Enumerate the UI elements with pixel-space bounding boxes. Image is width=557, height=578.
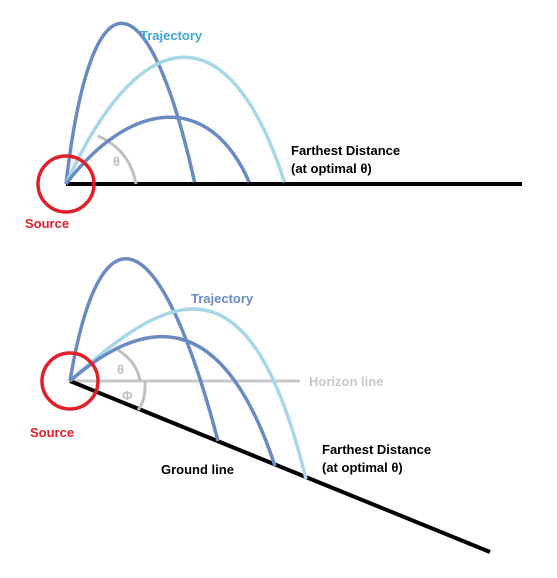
bottom-trajectory-low (68, 334, 277, 467)
top-trajectory-high (64, 21, 197, 185)
bottom-source-circle (40, 351, 100, 411)
bottom-farthest-label-line2: (at optimal θ) (322, 460, 403, 475)
bottom-diagram: θ Φ Trajectory Horizon line Source Groun… (30, 257, 491, 554)
bottom-theta-symbol: θ (117, 362, 124, 377)
top-theta-arc (97, 134, 138, 185)
bottom-farthest-label-line1: Farthest Distance (322, 442, 431, 457)
top-landing-dot-1 (193, 182, 197, 186)
top-farthest-label-line1: Farthest Distance (291, 143, 400, 158)
top-landing-dot-2 (248, 182, 252, 186)
top-trajectory-low (64, 115, 252, 186)
bottom-trajectory-high (68, 257, 220, 442)
top-theta-symbol: θ (113, 154, 120, 169)
bottom-horizon-label: Horizon line (309, 374, 383, 389)
bottom-phi-symbol: Φ (122, 388, 133, 403)
bottom-source-label: Source (30, 425, 74, 440)
bottom-ground-line (69, 379, 491, 554)
top-diagram: θ Trajectory Source Farthest Distance (a… (25, 21, 522, 231)
bottom-ground-label: Ground line (161, 462, 234, 477)
top-source-circle (36, 154, 96, 214)
top-farthest-label-line2: (at optimal θ) (291, 161, 372, 176)
top-source-label: Source (25, 216, 69, 231)
top-landing-dot-3 (283, 182, 287, 186)
top-trajectory-optimal (64, 55, 287, 185)
top-trajectory-label: Trajectory (140, 28, 203, 43)
bottom-trajectory-optimal (68, 307, 308, 480)
bottom-trajectory-label: Trajectory (191, 291, 254, 306)
bottom-phi-arc (136, 380, 147, 411)
bottom-theta-arc (117, 348, 142, 382)
